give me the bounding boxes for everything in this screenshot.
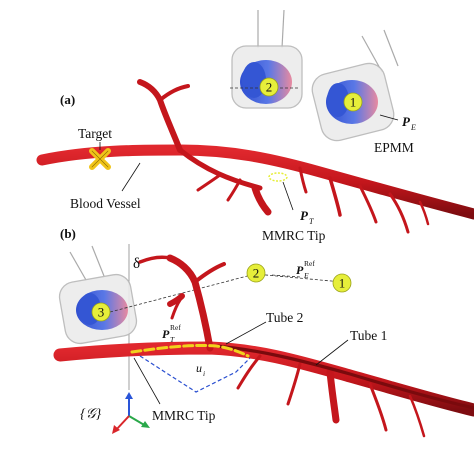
leader-pe [379,114,399,121]
ui-label: u [196,361,202,375]
panel-b-tag: (b) [60,226,76,241]
blood-vessel-label: Blood Vessel [70,196,141,211]
marker-2-b: 2 [246,263,266,283]
marker-1-b: 1 [332,273,352,293]
tube2-label: Tube 2 [266,310,303,325]
tube-1 [214,344,474,410]
marker-2-a: 2 [259,77,279,97]
pt-sub: T [309,217,314,226]
svg-text:3: 3 [98,305,105,320]
pe-label: P [402,114,411,129]
leader-blood-vessel [121,162,141,192]
svg-text:1: 1 [339,276,346,291]
marker-3-b: 3 [91,302,111,322]
epmm-magnet-1 [311,29,399,142]
ui-dashed-path [139,355,251,393]
mmrc-tip-a [268,172,288,182]
coordinate-axes-icon [112,392,150,434]
target-label: Target [78,126,112,141]
svg-text:2: 2 [266,80,273,95]
mmrc-tip-label-b: MMRC Tip [152,408,216,423]
blood-vessel-a [36,79,474,234]
mmrc-tip-label-a: MMRC Tip [262,228,326,243]
pt-ref-label: P [162,327,170,341]
leader-mmrc-b [133,357,161,405]
pe-sub: E [410,123,416,132]
marker-1-a: 1 [343,92,363,112]
epmm-magnet-3 [58,245,138,345]
tube-2 [130,343,250,358]
leader-mmrc-a [282,181,294,211]
pt-label: P [300,208,309,223]
panel-b: 3 2 1 [53,226,474,438]
target-marker [89,148,111,170]
pt-ref-sup: Ref [170,323,181,332]
tube1-label: Tube 1 [350,328,387,343]
leader-tube1 [315,339,349,366]
svg-text:1: 1 [350,95,357,110]
panel-a-tag: (a) [60,92,75,107]
delta-label: δ [133,256,140,272]
svg-text:2: 2 [253,266,260,281]
frame-label: {𝒢} [80,407,102,422]
pe-ref-label: P [296,263,304,277]
pt-ref-sub: T [170,335,175,344]
panel-a: 2 1 [36,9,474,243]
ui-sub: i [203,369,205,378]
leader-tube2 [225,321,267,345]
pe-ref-sub: E [303,271,309,280]
epmm-label: EPMM [374,140,414,155]
pe-ref-sup: Ref [304,259,315,268]
